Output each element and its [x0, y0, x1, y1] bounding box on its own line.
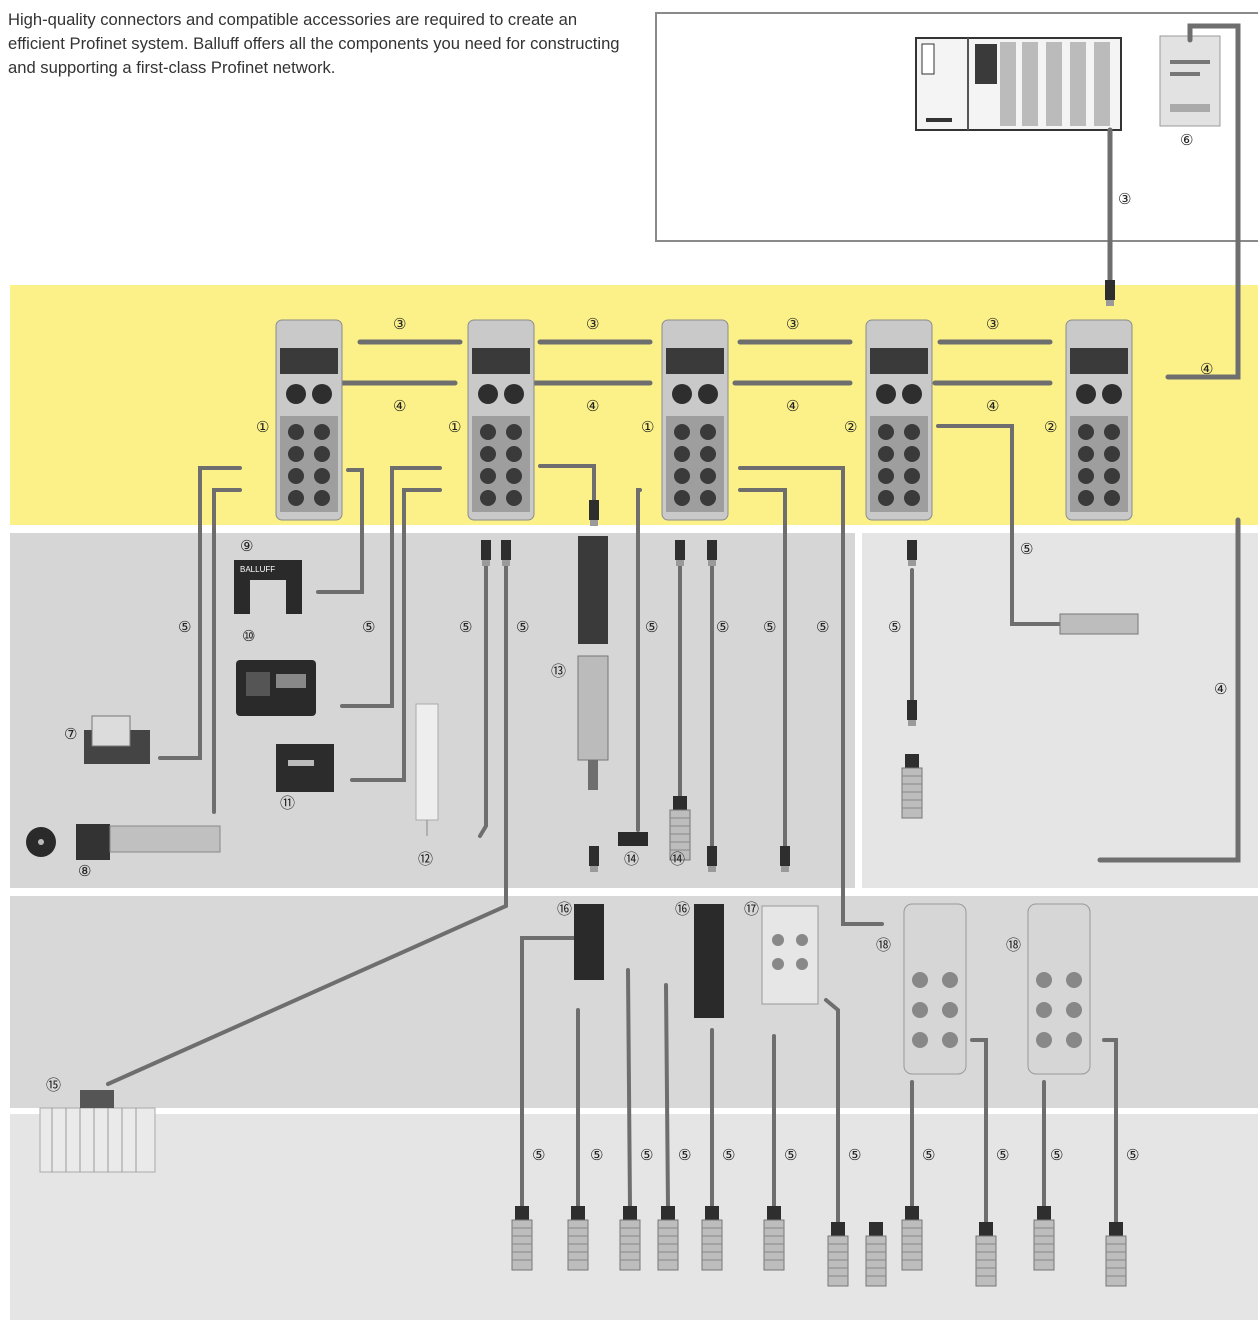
callout-3: ③	[393, 315, 406, 333]
sensor-hub-3	[762, 906, 818, 1004]
callout-3: ③	[986, 315, 999, 333]
callout-5: ⑤	[645, 618, 658, 636]
callout-1: ①	[256, 418, 269, 436]
callout-5: ⑤	[922, 1146, 935, 1164]
position-indicator	[84, 716, 150, 764]
callout-5: ⑤	[816, 618, 829, 636]
callout-5: ⑤	[722, 1146, 735, 1164]
callout-5: ⑤	[459, 618, 472, 636]
signal-lamp	[416, 704, 438, 836]
io-block-1	[904, 904, 966, 1074]
callout-5: ⑤	[1020, 540, 1033, 558]
sensor-hub-1	[574, 904, 604, 980]
callout-2: ②	[844, 418, 857, 436]
io-module-1	[276, 320, 342, 520]
callout-7: ⑦	[64, 725, 77, 743]
sensor-hub-2	[694, 904, 724, 1018]
sensor-cables	[108, 426, 1116, 1225]
io-module-5	[1066, 320, 1132, 520]
callout-4: ④	[986, 397, 999, 415]
callout-3: ③	[1118, 190, 1131, 208]
callout-3: ③	[586, 315, 599, 333]
callout-4: ④	[1200, 360, 1213, 378]
power-supply	[1160, 36, 1220, 126]
callout-5: ⑤	[640, 1146, 653, 1164]
inductive-sensor-horizontal	[1060, 614, 1138, 634]
callout-1: ①	[641, 418, 654, 436]
callout-18: ⑱	[1006, 936, 1021, 954]
callout-4: ④	[586, 397, 599, 415]
callout-16: ⑯	[557, 900, 572, 918]
rfid-head	[26, 824, 220, 860]
callout-5: ⑤	[532, 1146, 545, 1164]
callout-1: ①	[448, 418, 461, 436]
callout-5: ⑤	[996, 1146, 1009, 1164]
optical-sensor	[276, 744, 334, 792]
callout-13: ⑬	[551, 662, 566, 680]
callout-2: ②	[1044, 418, 1057, 436]
callout-4: ④	[786, 397, 799, 415]
callout-3: ③	[786, 315, 799, 333]
balluff-brand-label: BALLUFF	[240, 565, 275, 574]
callout-15: ⑮	[46, 1076, 61, 1094]
callout-5: ⑤	[516, 618, 529, 636]
connector-adapter	[578, 536, 608, 790]
io-block-2	[1028, 904, 1090, 1074]
callout-5: ⑤	[716, 618, 729, 636]
callout-5: ⑤	[178, 618, 191, 636]
callout-8: ⑧	[78, 862, 91, 880]
callout-18: ⑱	[876, 936, 891, 954]
callout-16: ⑯	[675, 900, 690, 918]
callout-9: ⑨	[240, 537, 253, 555]
callout-5: ⑤	[888, 618, 901, 636]
callout-6: ⑥	[1180, 131, 1193, 149]
callout-5: ⑤	[678, 1146, 691, 1164]
callout-4: ④	[1214, 680, 1227, 698]
fork-light-barrier: BALLUFF	[234, 560, 302, 614]
callout-5: ⑤	[362, 618, 375, 636]
callout-14: ⑭	[670, 850, 685, 868]
angled-connector	[618, 832, 648, 846]
callout-10: ⑩	[242, 627, 255, 645]
distance-sensor	[236, 660, 316, 716]
callout-5: ⑤	[763, 618, 776, 636]
callout-14: ⑭	[624, 850, 639, 868]
callout-17: ⑰	[744, 900, 759, 918]
callout-5: ⑤	[590, 1146, 603, 1164]
callout-5: ⑤	[848, 1146, 861, 1164]
bus-connector-heatsink	[40, 1090, 155, 1172]
callout-4: ④	[393, 397, 406, 415]
callout-12: ⑫	[418, 850, 433, 868]
io-module-2	[468, 320, 534, 520]
io-module-3	[662, 320, 728, 520]
io-module-4	[866, 320, 932, 520]
callout-11: ⑪	[280, 794, 295, 812]
cable-plugs	[481, 280, 1115, 872]
callout-5: ⑤	[1126, 1146, 1139, 1164]
callout-5: ⑤	[784, 1146, 797, 1164]
plc-controller	[916, 38, 1121, 130]
callout-5: ⑤	[1050, 1146, 1063, 1164]
